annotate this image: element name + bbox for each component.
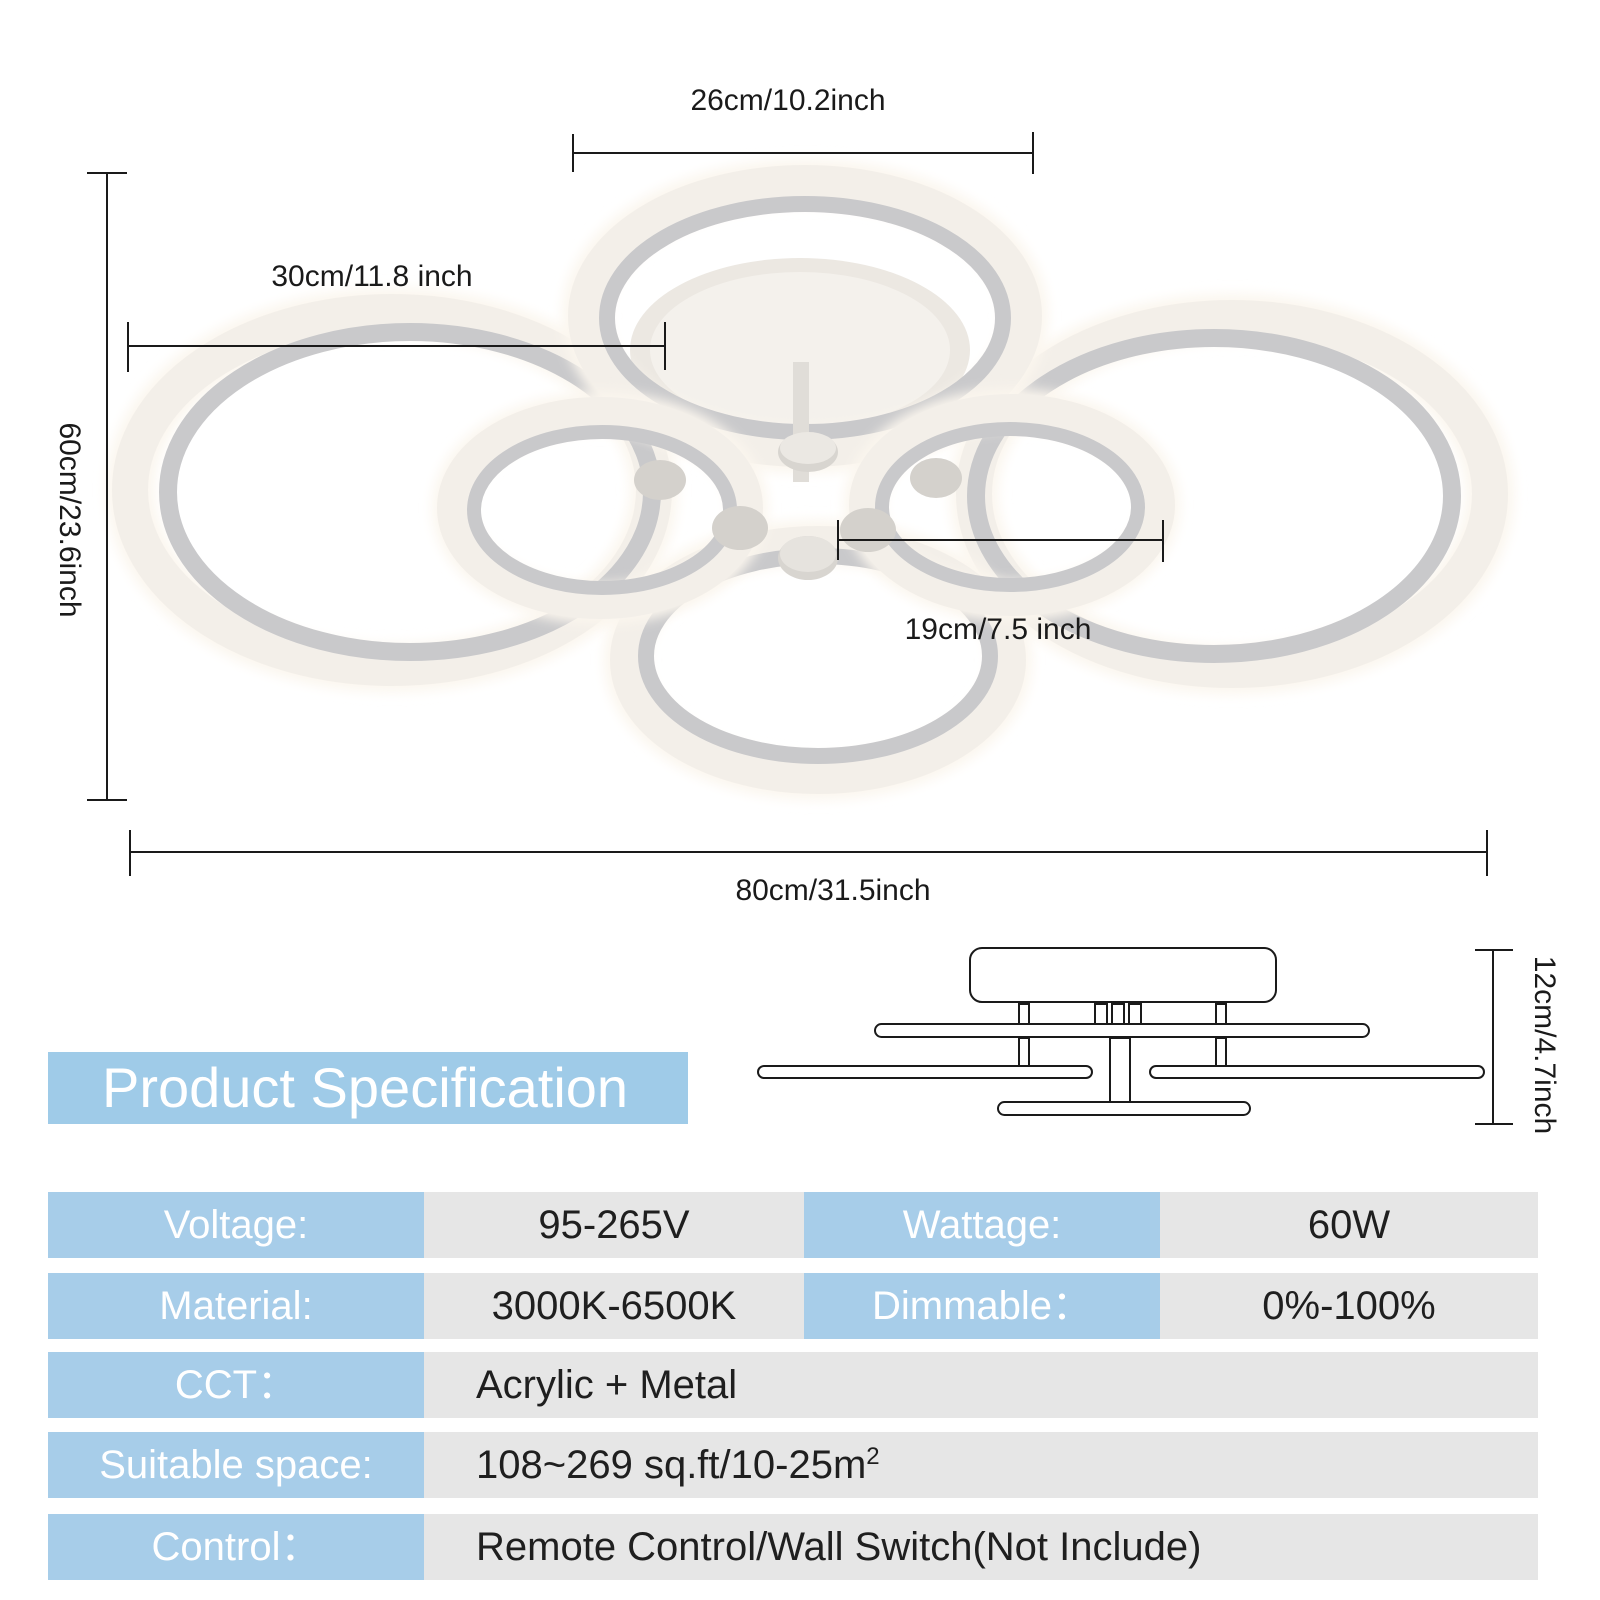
spec-row-control: Control： Remote Control/Wall Switch(Not … bbox=[48, 1514, 1538, 1580]
spec-row-material: Material: 3000K-6500K Dimmable： 0%-100% bbox=[48, 1273, 1538, 1339]
spec-value-control: Remote Control/Wall Switch(Not Include) bbox=[424, 1514, 1538, 1580]
spec-label-wattage: Wattage: bbox=[804, 1192, 1160, 1258]
spec-row-voltage: Voltage: 95-265V Wattage: 60W bbox=[48, 1192, 1538, 1258]
spec-value-dimmable: 0%-100% bbox=[1160, 1273, 1538, 1339]
spec-value-cct: Acrylic + Metal bbox=[424, 1352, 1538, 1418]
dimension-label-depth: 12cm/4.7inch bbox=[1528, 956, 1561, 1134]
dimension-large-ring bbox=[127, 322, 666, 372]
spec-value-voltage: 95-265V bbox=[424, 1192, 804, 1258]
dimension-small-ring bbox=[837, 520, 1164, 562]
dimension-label-large-ring: 30cm/11.8 inch bbox=[271, 260, 472, 293]
dimension-label-small-ring: 19cm/7.5 inch bbox=[905, 613, 1092, 646]
spec-row-cct: CCT： Acrylic + Metal bbox=[48, 1352, 1538, 1418]
spec-value-wattage: 60W bbox=[1160, 1192, 1538, 1258]
dimension-top-ring bbox=[572, 132, 1034, 174]
suitable-space-text: 108~269 sq.ft/10-25m bbox=[476, 1443, 867, 1487]
spec-label-material: Material: bbox=[48, 1273, 424, 1339]
spec-label-dimmable: Dimmable： bbox=[804, 1273, 1160, 1339]
spec-row-suitable-space: Suitable space: 108~269 sq.ft/10-25m2 bbox=[48, 1432, 1538, 1498]
superscript-squared: 2 bbox=[866, 1443, 880, 1470]
spec-label-voltage: Voltage: bbox=[48, 1192, 424, 1258]
dimension-depth bbox=[1475, 949, 1513, 1125]
dimension-label-height: 60cm/23.6inch bbox=[53, 422, 86, 617]
dimension-label-total-width: 80cm/31.5inch bbox=[735, 874, 930, 907]
spec-label-control: Control： bbox=[48, 1514, 424, 1580]
spec-label-suitable-space: Suitable space: bbox=[48, 1432, 424, 1498]
spec-value-suitable-space: 108~269 sq.ft/10-25m2 bbox=[424, 1432, 1538, 1498]
dimension-label-top-ring: 26cm/10.2inch bbox=[690, 84, 885, 117]
spec-label-cct: CCT： bbox=[48, 1352, 424, 1418]
ceiling-canopy bbox=[630, 258, 970, 442]
small-ring-right bbox=[844, 389, 1180, 621]
side-profile-view bbox=[757, 947, 1485, 1116]
dimension-total-width bbox=[129, 830, 1488, 876]
spec-value-material: 3000K-6500K bbox=[424, 1273, 804, 1339]
large-ring-right bbox=[950, 294, 1514, 694]
spec-title: Product Specification bbox=[48, 1052, 688, 1124]
dimension-height bbox=[87, 172, 127, 801]
